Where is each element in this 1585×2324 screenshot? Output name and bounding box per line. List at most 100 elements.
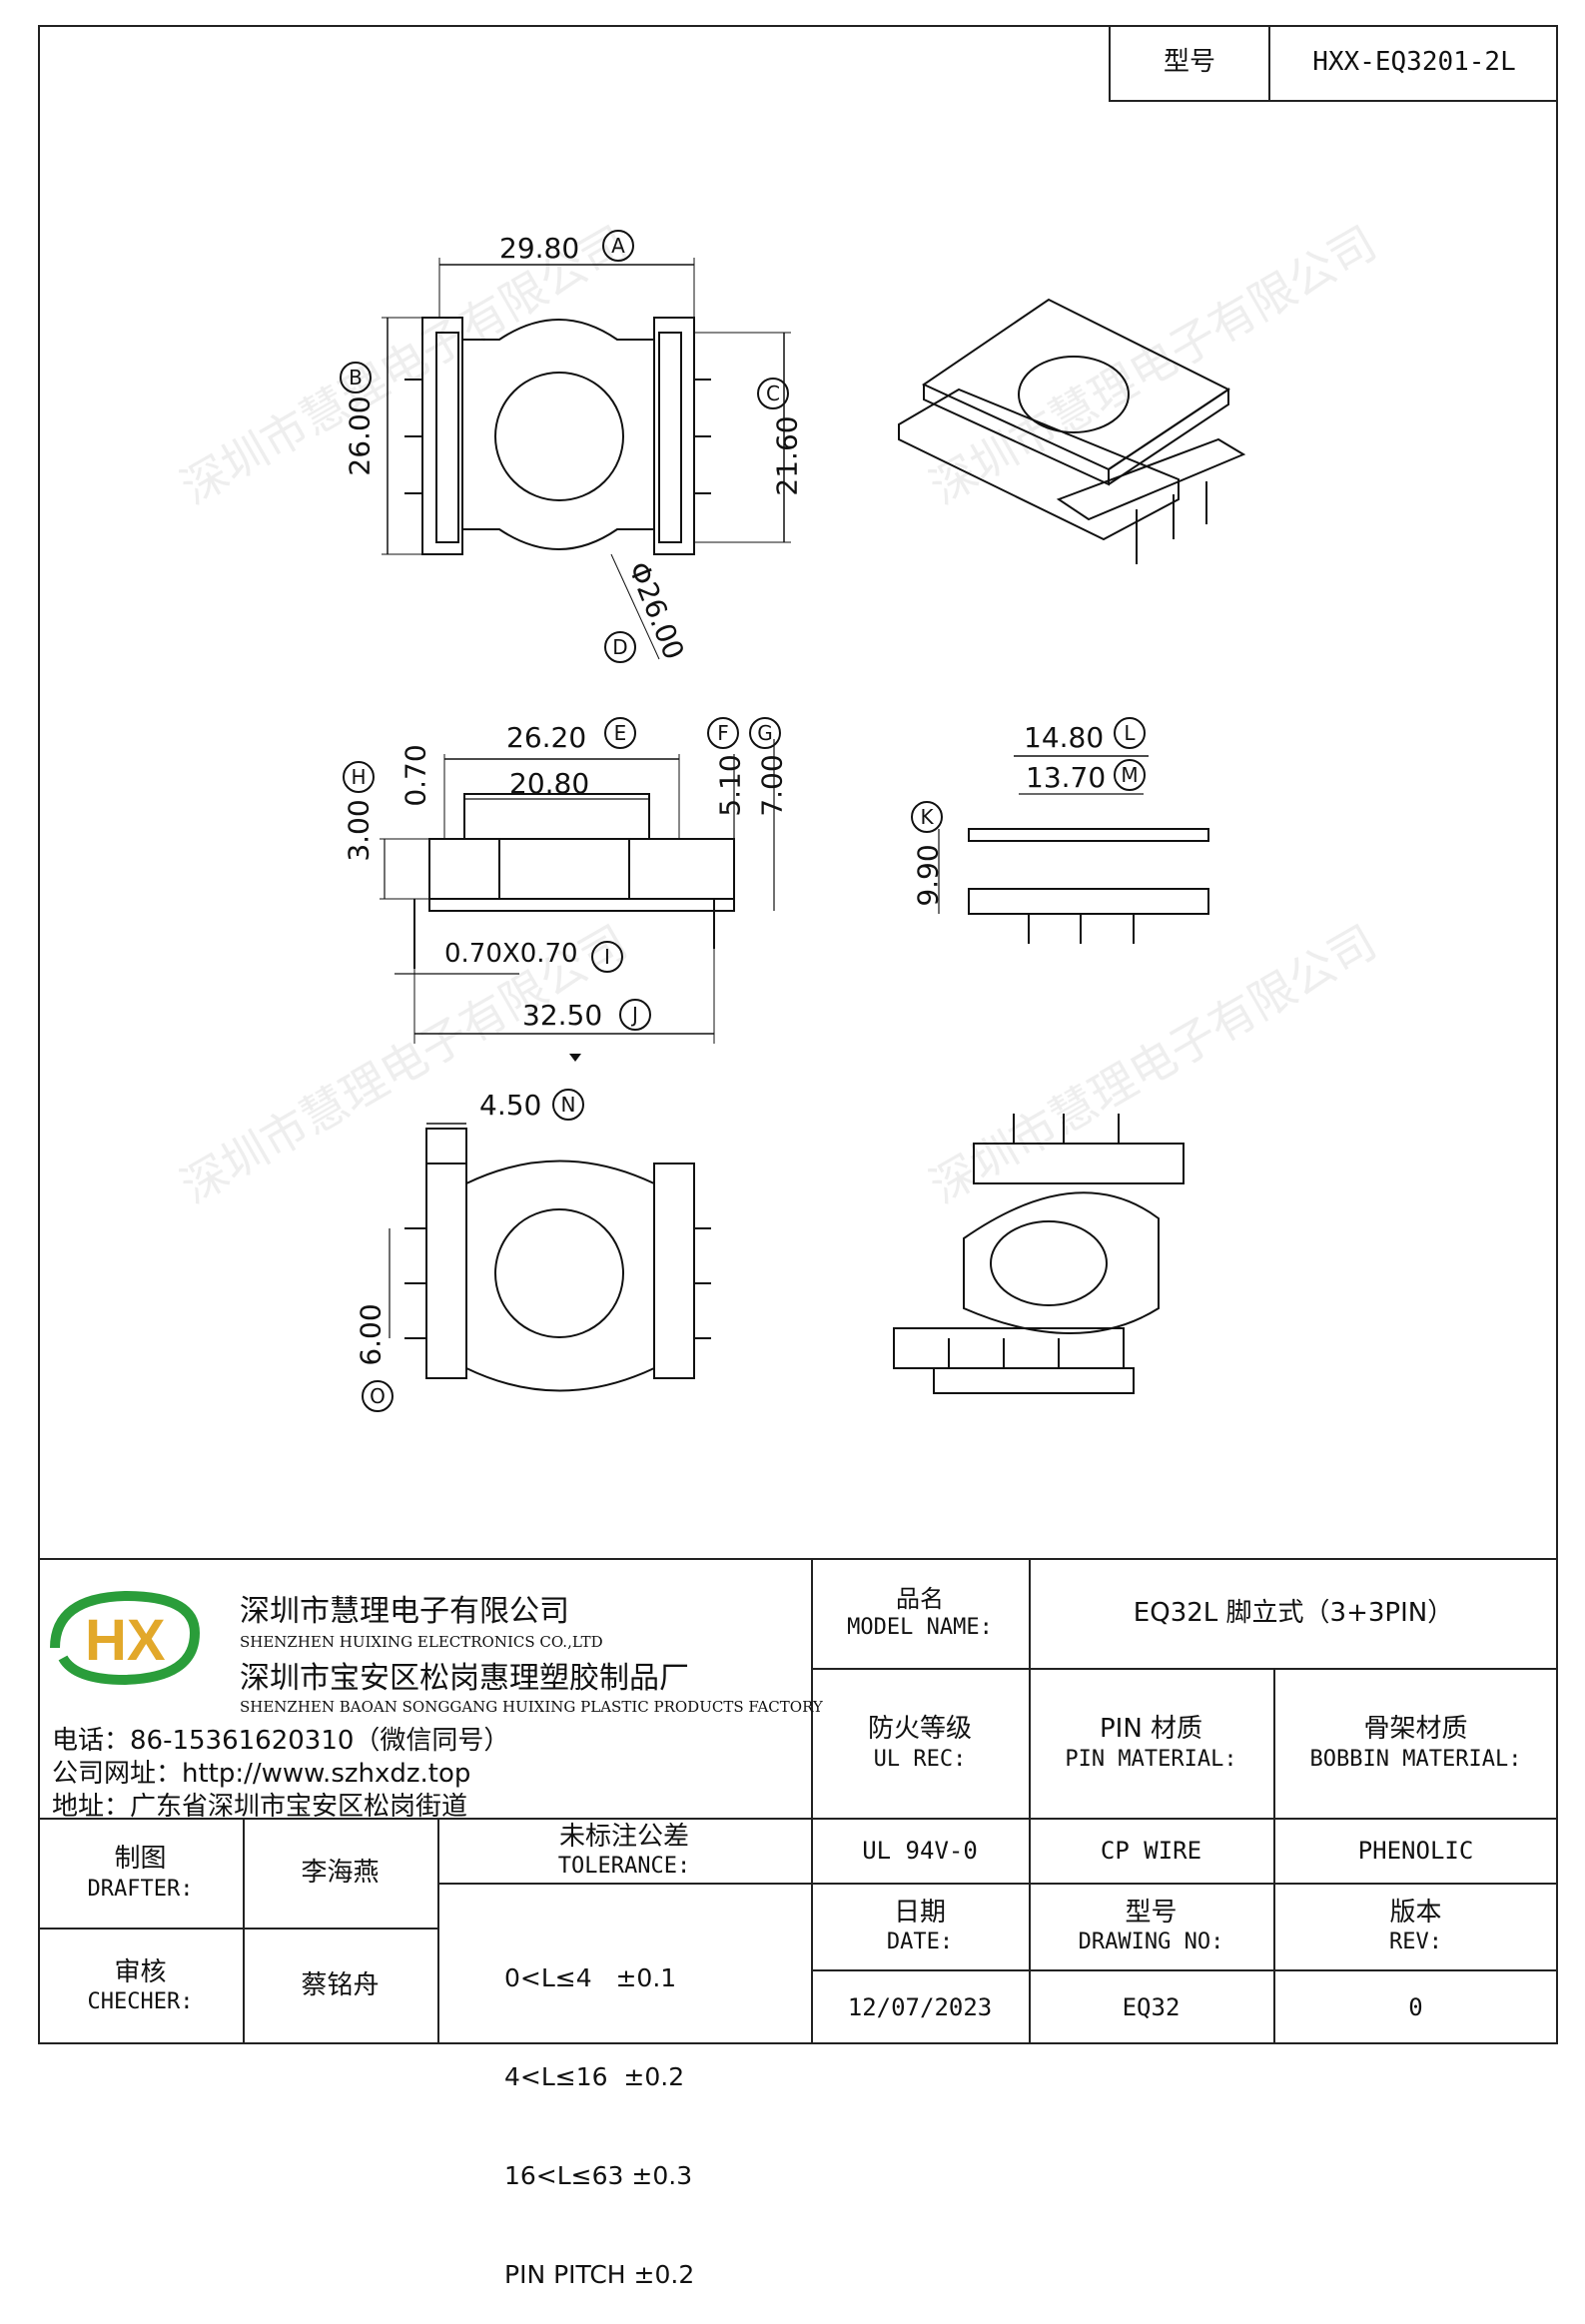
model-value-cell: HXX-EQ3201-2L — [1268, 25, 1558, 102]
dim-e2: 20.80 — [509, 767, 590, 800]
drawing-label-cn: 型号 — [1125, 1897, 1178, 1928]
tolerance-row: 4<L≤16 ±0.2 — [504, 2062, 685, 2091]
col-line-2 — [1029, 1558, 1031, 2044]
drawing-frame — [38, 25, 1558, 2044]
drafter-label-en: DRAFTER: — [87, 1876, 194, 1902]
model-label: 型号 — [1163, 47, 1215, 78]
dim-k-letter: K — [911, 801, 943, 833]
checker-label-cn: 审核 — [114, 1956, 167, 1987]
dim-d-letter: D — [604, 631, 636, 663]
iso-view-1 — [898, 298, 1246, 564]
date-label-cn: 日期 — [893, 1897, 946, 1928]
rev-value-cell: 0 — [1273, 1969, 1558, 2044]
model-name-value: EQ32L 脚立式（3+3PIN） — [1133, 1597, 1454, 1628]
dim-h: 3.00 — [342, 799, 376, 862]
dim-k: 9.90 — [911, 844, 945, 907]
technical-drawing — [380, 258, 1246, 1394]
dim-e-letter: E — [604, 717, 636, 749]
row-line-4 — [38, 1928, 437, 1930]
model-label-cell: 型号 — [1109, 25, 1268, 102]
ul-label-en: UL REC: — [873, 1746, 967, 1772]
dim-m-letter: M — [1114, 759, 1146, 791]
pin-label-en: PIN MATERIAL: — [1065, 1746, 1237, 1772]
model-name-label-cn: 品名 — [896, 1585, 944, 1614]
col-line-4 — [243, 1818, 245, 2044]
dim-m: 13.70 — [1026, 761, 1107, 794]
bobbin-value-cell: PHENOLIC — [1273, 1818, 1558, 1883]
row-line-3 — [811, 1883, 1558, 1885]
dim-c-letter: C — [757, 378, 789, 409]
factory-name-en: SHENZHEN BAOAN SONGGANG HUIXING PLASTIC … — [240, 1698, 823, 1716]
rev-label-en: REV: — [1389, 1930, 1442, 1954]
dim-f: 5.10 — [713, 754, 747, 817]
dim-b: 26.00 — [343, 395, 377, 476]
dim-o: 6.00 — [354, 1303, 388, 1366]
company-logo: HX — [50, 1590, 201, 1686]
bottom-view — [389, 1123, 711, 1392]
dim-h-letter: H — [343, 761, 375, 793]
front-view — [380, 739, 775, 1062]
dim-n: 4.50 — [479, 1089, 542, 1122]
tolerance-row: 16<L≤63 ±0.3 — [504, 2161, 693, 2190]
dim-j: 32.50 — [522, 999, 603, 1032]
drafter-label-cn: 制图 — [114, 1844, 167, 1874]
row-line-6 — [811, 1969, 1558, 1971]
pin-value-cell: CP WIRE — [1029, 1818, 1273, 1883]
dim-j-letter: J — [619, 999, 651, 1031]
dim-o-letter: O — [362, 1380, 394, 1412]
dim-e: 26.20 — [506, 721, 587, 754]
tolerance-label-cn: 未标注公差 — [558, 1821, 689, 1852]
col-line-3 — [1273, 1668, 1275, 2044]
dim-g: 7.00 — [755, 754, 789, 817]
dim-g-letter: G — [749, 717, 781, 749]
drafter-label-cell: 制图 DRAFTER: — [38, 1818, 243, 1928]
tolerance-label-cell: 未标注公差 TOLERANCE: — [437, 1818, 811, 1883]
row-line-2 — [38, 1818, 1558, 1820]
rev-value: 0 — [1408, 1992, 1423, 2021]
checker-label-cell: 审核 CHECHER: — [38, 1928, 243, 2044]
date-label-en: DATE: — [886, 1930, 954, 1954]
model-value: HXX-EQ3201-2L — [1312, 47, 1516, 78]
bobbin-label-cn: 骨架材质 — [1363, 1714, 1468, 1744]
dim-f-letter: F — [707, 717, 739, 749]
drawing-label-cell: 型号 DRAWING NO: — [1029, 1883, 1273, 1969]
company-website: 公司网址：http://www.szhxdz.top — [52, 1759, 471, 1789]
side-view — [938, 755, 1209, 944]
dim-l-letter: L — [1114, 717, 1146, 749]
dim-l: 14.80 — [1024, 721, 1105, 754]
date-label-cell: 日期 DATE: — [811, 1883, 1029, 1969]
tolerance-list: 0<L≤4 ±0.1 4<L≤16 ±0.2 16<L≤63 ±0.3 PIN … — [504, 1896, 694, 2324]
checker-label-en: CHECHER: — [87, 1989, 194, 2014]
col-line-5 — [437, 1818, 439, 2044]
drafter-name-cell: 李海燕 — [243, 1818, 437, 1928]
dim-a: 29.80 — [499, 232, 580, 265]
tolerance-label-en: TOLERANCE: — [557, 1854, 691, 1879]
date-value: 12/07/2023 — [847, 1992, 993, 2021]
date-value-cell: 12/07/2023 — [811, 1969, 1029, 2044]
pin-label-cn: PIN 材质 — [1099, 1714, 1203, 1744]
row-line-1 — [811, 1668, 1558, 1670]
company-address: 地址：广东省深圳市宝安区松岗街道 — [52, 1792, 468, 1822]
company-name-cn: 深圳市慧理电子有限公司 — [240, 1594, 569, 1629]
dim-i: 0.70X0.70 — [444, 939, 578, 969]
company-name-en: SHENZHEN HUIXING ELECTRONICS CO.,LTD — [240, 1633, 603, 1651]
checker-name: 蔡铭舟 — [301, 1970, 380, 2001]
dim-n-letter: N — [552, 1089, 584, 1121]
ul-label-cn: 防火等级 — [867, 1714, 972, 1744]
bobbin-label-en: BOBBIN MATERIAL: — [1309, 1746, 1522, 1772]
ul-value: UL 94V-0 — [862, 1836, 978, 1865]
title-block-top-line — [38, 1558, 1558, 1560]
row-line-5 — [437, 1883, 811, 1885]
col-line-main — [811, 1558, 813, 2044]
rev-label-cell: 版本 REV: — [1273, 1883, 1558, 1969]
company-phone: 电话：86-15361620310（微信同号） — [52, 1726, 510, 1756]
dim-h2: 0.70 — [398, 744, 432, 807]
top-view — [382, 258, 791, 660]
rev-label-cn: 版本 — [1389, 1897, 1442, 1928]
model-name-label-en: MODEL NAME: — [847, 1615, 993, 1641]
model-name-label-cell: 品名 MODEL NAME: — [811, 1558, 1029, 1668]
iso-view-2 — [893, 1114, 1185, 1394]
dim-b-letter: B — [340, 362, 372, 393]
drawing-value-cell: EQ32 — [1029, 1969, 1273, 2044]
ul-value-cell: UL 94V-0 — [811, 1818, 1029, 1883]
